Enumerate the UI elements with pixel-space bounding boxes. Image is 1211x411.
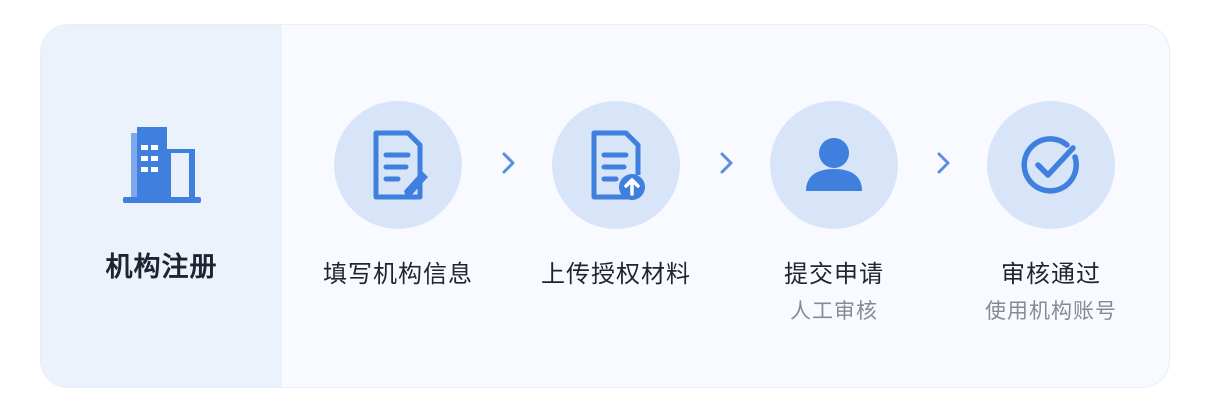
step-subtitle: 使用机构账号 [985,299,1117,323]
registration-title: 机构注册 [105,252,218,283]
registration-flow-card: 机构注册 填写机构信息 [40,24,1170,388]
user-icon [806,138,862,191]
step-fill-info: 填写机构信息 [308,25,488,387]
chevron-right-icon [720,152,733,174]
edit-document-icon [373,130,428,200]
step-submit-application: 提交申请 人工审核 [744,25,924,387]
step-upload-materials: 上传授权材料 [526,25,706,387]
step-icon-circle [334,101,462,229]
step-review-approved: 审核通过 使用机构账号 [961,25,1141,387]
building-icon [121,127,203,205]
registration-header-panel: 机构注册 [41,25,282,387]
step-title: 上传授权材料 [541,260,691,288]
chevron-right-icon [937,152,950,174]
step-icon-circle [987,101,1115,229]
chevron-right-icon [502,152,515,174]
upload-document-icon [591,130,645,200]
step-subtitle: 人工审核 [790,299,878,323]
step-title: 审核通过 [1001,260,1101,288]
check-circle-icon [1021,136,1079,194]
step-icon-circle [770,101,898,229]
step-title: 提交申请 [784,260,884,288]
step-title: 填写机构信息 [323,260,473,288]
step-icon-circle [552,101,680,229]
